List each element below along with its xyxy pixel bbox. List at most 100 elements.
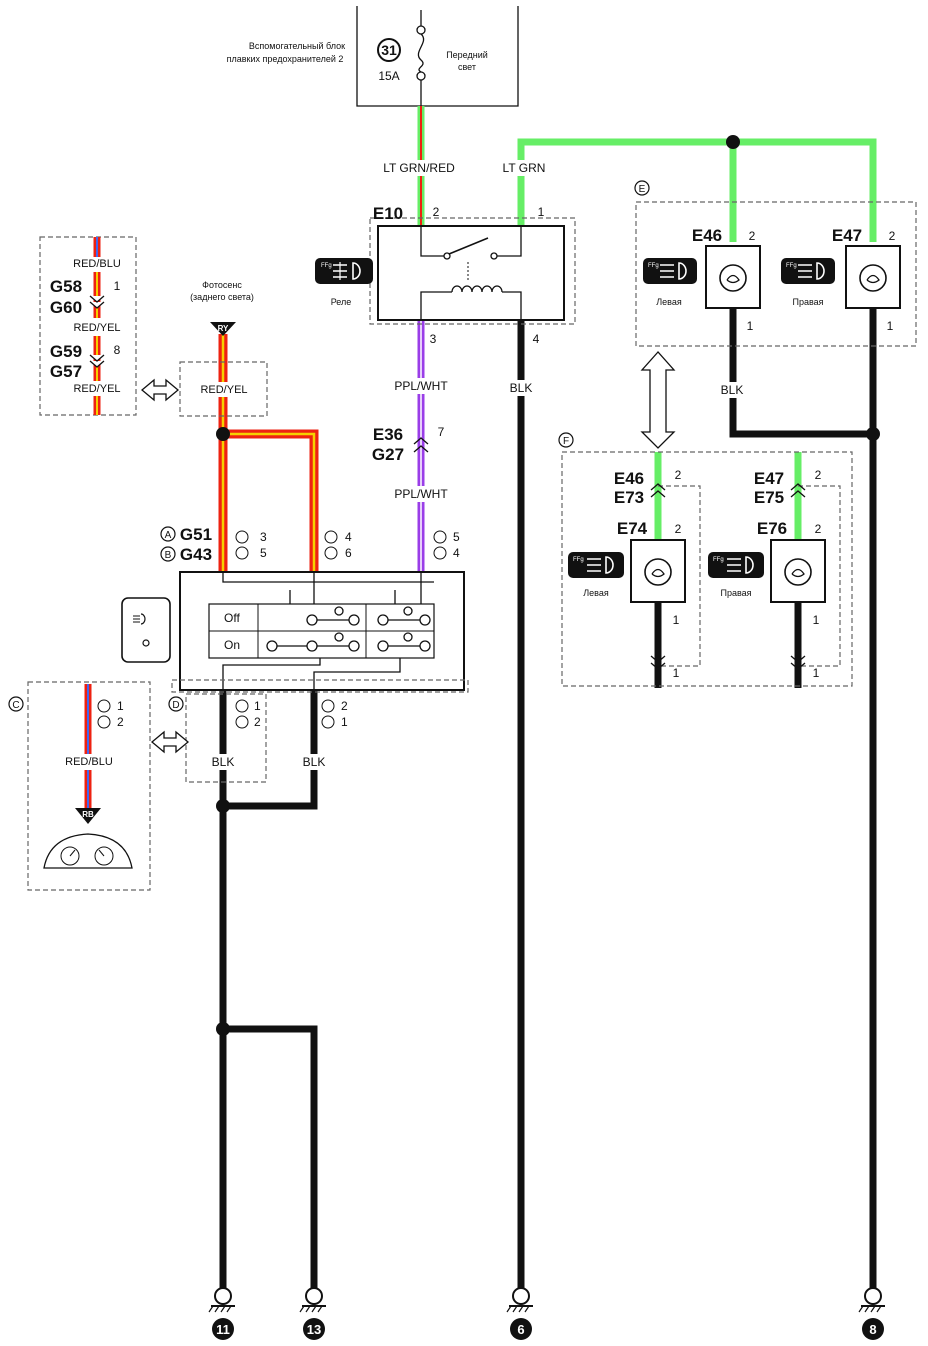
wire-label-ltgrn: LT GRN [503, 161, 546, 175]
switch-row-on: On [224, 638, 240, 652]
switch-row-off: Off [224, 611, 240, 625]
inset-g57-id: G57 [50, 362, 82, 381]
lamp-e47-pin-bot: 1 [887, 319, 894, 333]
switch-pin-1a: 3 [260, 530, 267, 544]
fuse-rating: 15A [378, 69, 399, 83]
connector-chevron-icon [650, 483, 666, 498]
relay-label: Реле [331, 297, 352, 307]
connector-chevron-icon [790, 655, 806, 670]
fog-light-switch: A G51 B G43 3 5 4 6 5 4 Off On [160, 525, 469, 783]
double-arrow-icon [640, 351, 676, 449]
fuse-block-label-1: Вспомогательный блок [249, 41, 345, 51]
wire-label-blk-sw1: BLK [212, 755, 235, 769]
ground-6: 6 [506, 1287, 533, 1340]
section-e-letter: E [639, 184, 646, 195]
wire-ltgrn [517, 135, 877, 545]
inset-pin-2: 8 [114, 343, 121, 357]
ground-13: 13 [299, 1287, 326, 1340]
wire-label-ppl-wht-1: PPL/WHT [394, 379, 448, 393]
connector-chevron-icon [790, 483, 806, 498]
inset-wire-top: RED/BLU [73, 258, 121, 270]
section-c-pin-a: 1 [117, 699, 124, 713]
lamp-e46-pin-top: 2 [749, 229, 756, 243]
relay-e10: E10 2 1 3 4 FFg Реле [315, 204, 576, 346]
wire-label-blk-relay: BLK [510, 381, 533, 395]
wire-label-ltgrn-red: LT GRN/RED [383, 161, 455, 175]
ground-8: 8 [858, 1287, 885, 1340]
lamp-e74-pin-bot: 1 [673, 613, 680, 627]
inset-wire-mid: RED/YEL [73, 322, 120, 334]
connector-e36-pin: 7 [438, 425, 445, 439]
section-f: F E46 E73 2 E74 2 1 1 FFg Левая E47 E75 … [558, 432, 853, 687]
switch-out-1b: 2 [254, 715, 261, 729]
conn-e47-id: E47 [754, 469, 784, 488]
connector-e36: PPL/WHT E36 G27 7 PPL/WHT [372, 378, 452, 502]
relay-pin-1: 1 [538, 205, 545, 219]
photosensor-label-2: (заднего света) [190, 292, 254, 302]
photosensor-label-1: Фотосенс [202, 280, 242, 290]
ground-6-number: 6 [517, 1322, 524, 1337]
fog-lamp-icon: FFg [568, 552, 624, 578]
lamp-e47-id: E47 [832, 226, 862, 245]
svg-text:FFg: FFg [573, 557, 584, 563]
conn-e73-id: E73 [614, 488, 644, 507]
relay-pin-2: 2 [433, 205, 440, 219]
lamp-e46-id: E46 [692, 226, 722, 245]
connector-g27-id: G27 [372, 445, 404, 464]
connector-e36-id: E36 [373, 425, 403, 444]
fog-lamp-icon: FFg [708, 552, 764, 578]
svg-text:FFg: FFg [713, 557, 724, 563]
inset-wire-bot: RED/YEL [73, 383, 120, 395]
fuse-circuit-label-2: свет [458, 62, 476, 72]
double-arrow-icon [140, 378, 180, 402]
conn-e46-pin: 2 [675, 468, 682, 482]
lamp-e74-id: E74 [617, 519, 648, 538]
lamp-e76-pin-bot: 1 [813, 613, 820, 627]
switch-letter-b: B [165, 550, 172, 561]
wire-label-blk-lamps: BLK [721, 383, 744, 397]
bulb-icon [719, 264, 747, 292]
lamp-e76-label: Правая [720, 588, 751, 598]
ground-11-number: 11 [216, 1322, 230, 1337]
switch-out-1a: 1 [254, 699, 261, 713]
section-e: E E46 2 1 FFg Левая E47 2 1 FFg Правая [634, 180, 917, 347]
fog-lamp-icon: FFg [643, 258, 697, 284]
double-arrow-icon [150, 730, 190, 754]
relay-pin-4: 4 [533, 332, 540, 346]
connector-chevron-icon [413, 437, 429, 453]
relay-pin-3: 3 [430, 332, 437, 346]
svg-text:FFg: FFg [786, 263, 797, 269]
lamp-e76-pin: 2 [815, 522, 822, 536]
inset-g59-id: G59 [50, 342, 82, 361]
lamp-e47-label: Правая [792, 297, 823, 307]
section-c-tag: RB [82, 810, 94, 819]
conn-e46-id: E46 [614, 469, 644, 488]
switch-conn-b: G43 [180, 545, 212, 564]
lamp-e74-pin: 2 [675, 522, 682, 536]
fuse-circuit-label-1: Передний [446, 50, 488, 60]
svg-text:FFg: FFg [321, 263, 332, 269]
switch-section-d: D [172, 700, 179, 711]
instrument-cluster-icon [43, 833, 133, 869]
conn-e75-pin-bot: 1 [813, 666, 820, 680]
lamp-e46-pin-bot: 1 [747, 319, 754, 333]
conn-e75-id: E75 [754, 488, 784, 507]
inset-g60-id: G60 [50, 298, 82, 317]
photosensor: Фотосенс (заднего света) RY RED/YEL [179, 280, 268, 417]
switch-pin-3b: 4 [453, 546, 460, 560]
ground-8-number: 8 [869, 1322, 876, 1337]
connector-chevron-icon [89, 354, 105, 368]
fog-lamp-icon: FFg [781, 258, 835, 284]
switch-pin-1b: 5 [260, 546, 267, 560]
photosensor-tag: RY [218, 324, 229, 333]
switch-knob-icon [121, 597, 171, 663]
fuse-block: Вспомогательный блок плавких предохранит… [227, 6, 519, 107]
conn-e47-pin: 2 [815, 468, 822, 482]
switch-pin-2b: 6 [345, 546, 352, 560]
fog-lamp-icon: FFg [315, 258, 373, 284]
photosensor-wire: RED/YEL [200, 384, 247, 396]
switch-letter-a: A [165, 530, 172, 541]
section-c-pin-b: 2 [117, 715, 124, 729]
connector-chevron-icon [650, 655, 666, 670]
